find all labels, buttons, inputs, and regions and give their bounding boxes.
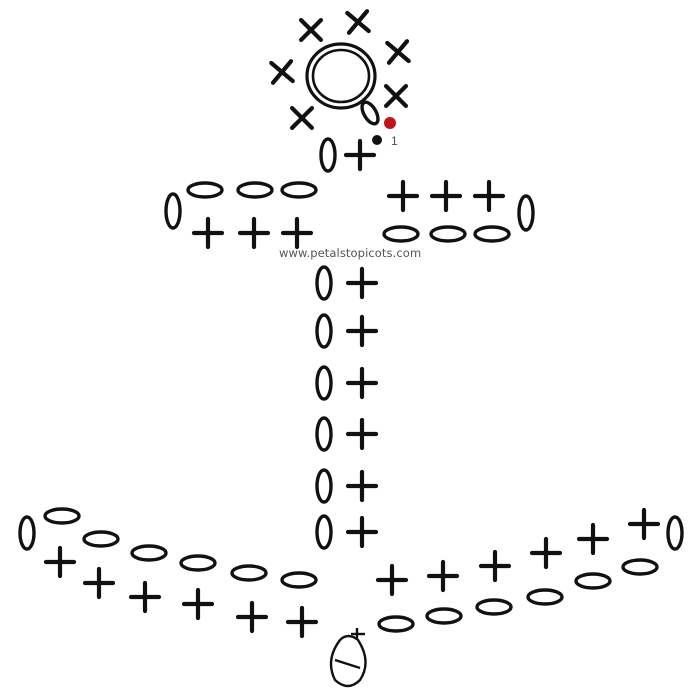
chain-symbol [473, 225, 511, 243]
chain-symbol [82, 530, 120, 548]
chain-symbol [429, 225, 467, 243]
single-crochet-symbol [385, 39, 411, 65]
chain-symbol [43, 507, 81, 525]
chain-symbol [315, 514, 333, 550]
website-credit: www.petalstopicots.com [279, 246, 422, 260]
single-crochet-symbol [529, 536, 563, 570]
single-crochet-symbol [426, 559, 460, 593]
single-crochet-symbol [235, 600, 269, 634]
anchor-bottom-loop [329, 628, 367, 688]
chain-symbol [315, 468, 333, 504]
chain-symbol [360, 100, 380, 126]
chain-symbol [164, 192, 182, 230]
chain-symbol [315, 265, 333, 301]
chain-symbol [574, 572, 612, 590]
chain-symbol [315, 365, 333, 401]
single-crochet-symbol [472, 179, 506, 213]
single-crochet-symbol [386, 179, 420, 213]
chain-symbol [130, 544, 168, 562]
single-crochet-symbol [343, 138, 377, 172]
chain-symbol [475, 598, 513, 616]
chain-symbol [236, 181, 274, 199]
single-crochet-symbol [345, 515, 379, 549]
single-crochet-symbol [128, 580, 162, 614]
chain-symbol [382, 225, 420, 243]
single-crochet-symbol [43, 545, 77, 579]
chain-symbol [666, 515, 684, 551]
chain-symbol [425, 607, 463, 625]
chain-symbol [621, 558, 659, 576]
chain-symbol [280, 181, 318, 199]
single-crochet-symbol [191, 216, 225, 250]
single-crochet-symbol [345, 266, 379, 300]
single-crochet-symbol [237, 216, 271, 250]
chain-symbol [526, 588, 564, 606]
single-crochet-symbol [269, 59, 295, 85]
single-crochet-symbol [345, 366, 379, 400]
chain-symbol [280, 571, 318, 589]
single-crochet-symbol [576, 522, 610, 556]
chain-symbol [186, 181, 224, 199]
single-crochet-symbol [627, 507, 661, 541]
single-crochet-symbol [280, 216, 314, 250]
single-crochet-symbol [345, 417, 379, 451]
single-crochet-symbol [290, 106, 314, 130]
single-crochet-symbol [429, 179, 463, 213]
single-crochet-symbol [345, 9, 371, 35]
single-crochet-symbol [181, 587, 215, 621]
single-crochet-symbol [478, 549, 512, 583]
chain-symbol [315, 416, 333, 452]
single-crochet-symbol [345, 469, 379, 503]
single-crochet-symbol [82, 566, 116, 600]
single-crochet-symbol [345, 314, 379, 348]
chain-symbol [230, 564, 268, 582]
chain-symbol [315, 313, 333, 349]
chain-symbol [18, 515, 36, 551]
single-crochet-stitches [43, 9, 661, 639]
single-crochet-symbol [384, 84, 408, 108]
chain-symbol [377, 615, 415, 633]
magic-ring [305, 42, 377, 110]
single-crochet-symbol [375, 563, 409, 597]
chain-symbol [319, 137, 337, 173]
start-marker [384, 117, 396, 129]
single-crochet-symbol [285, 605, 319, 639]
chain-symbol [517, 194, 535, 232]
slip-stitch-dot [372, 135, 382, 145]
chain-stitches [18, 100, 684, 633]
start-label: 1 [391, 134, 398, 148]
single-crochet-symbol [299, 18, 323, 42]
chain-symbol [179, 554, 217, 572]
